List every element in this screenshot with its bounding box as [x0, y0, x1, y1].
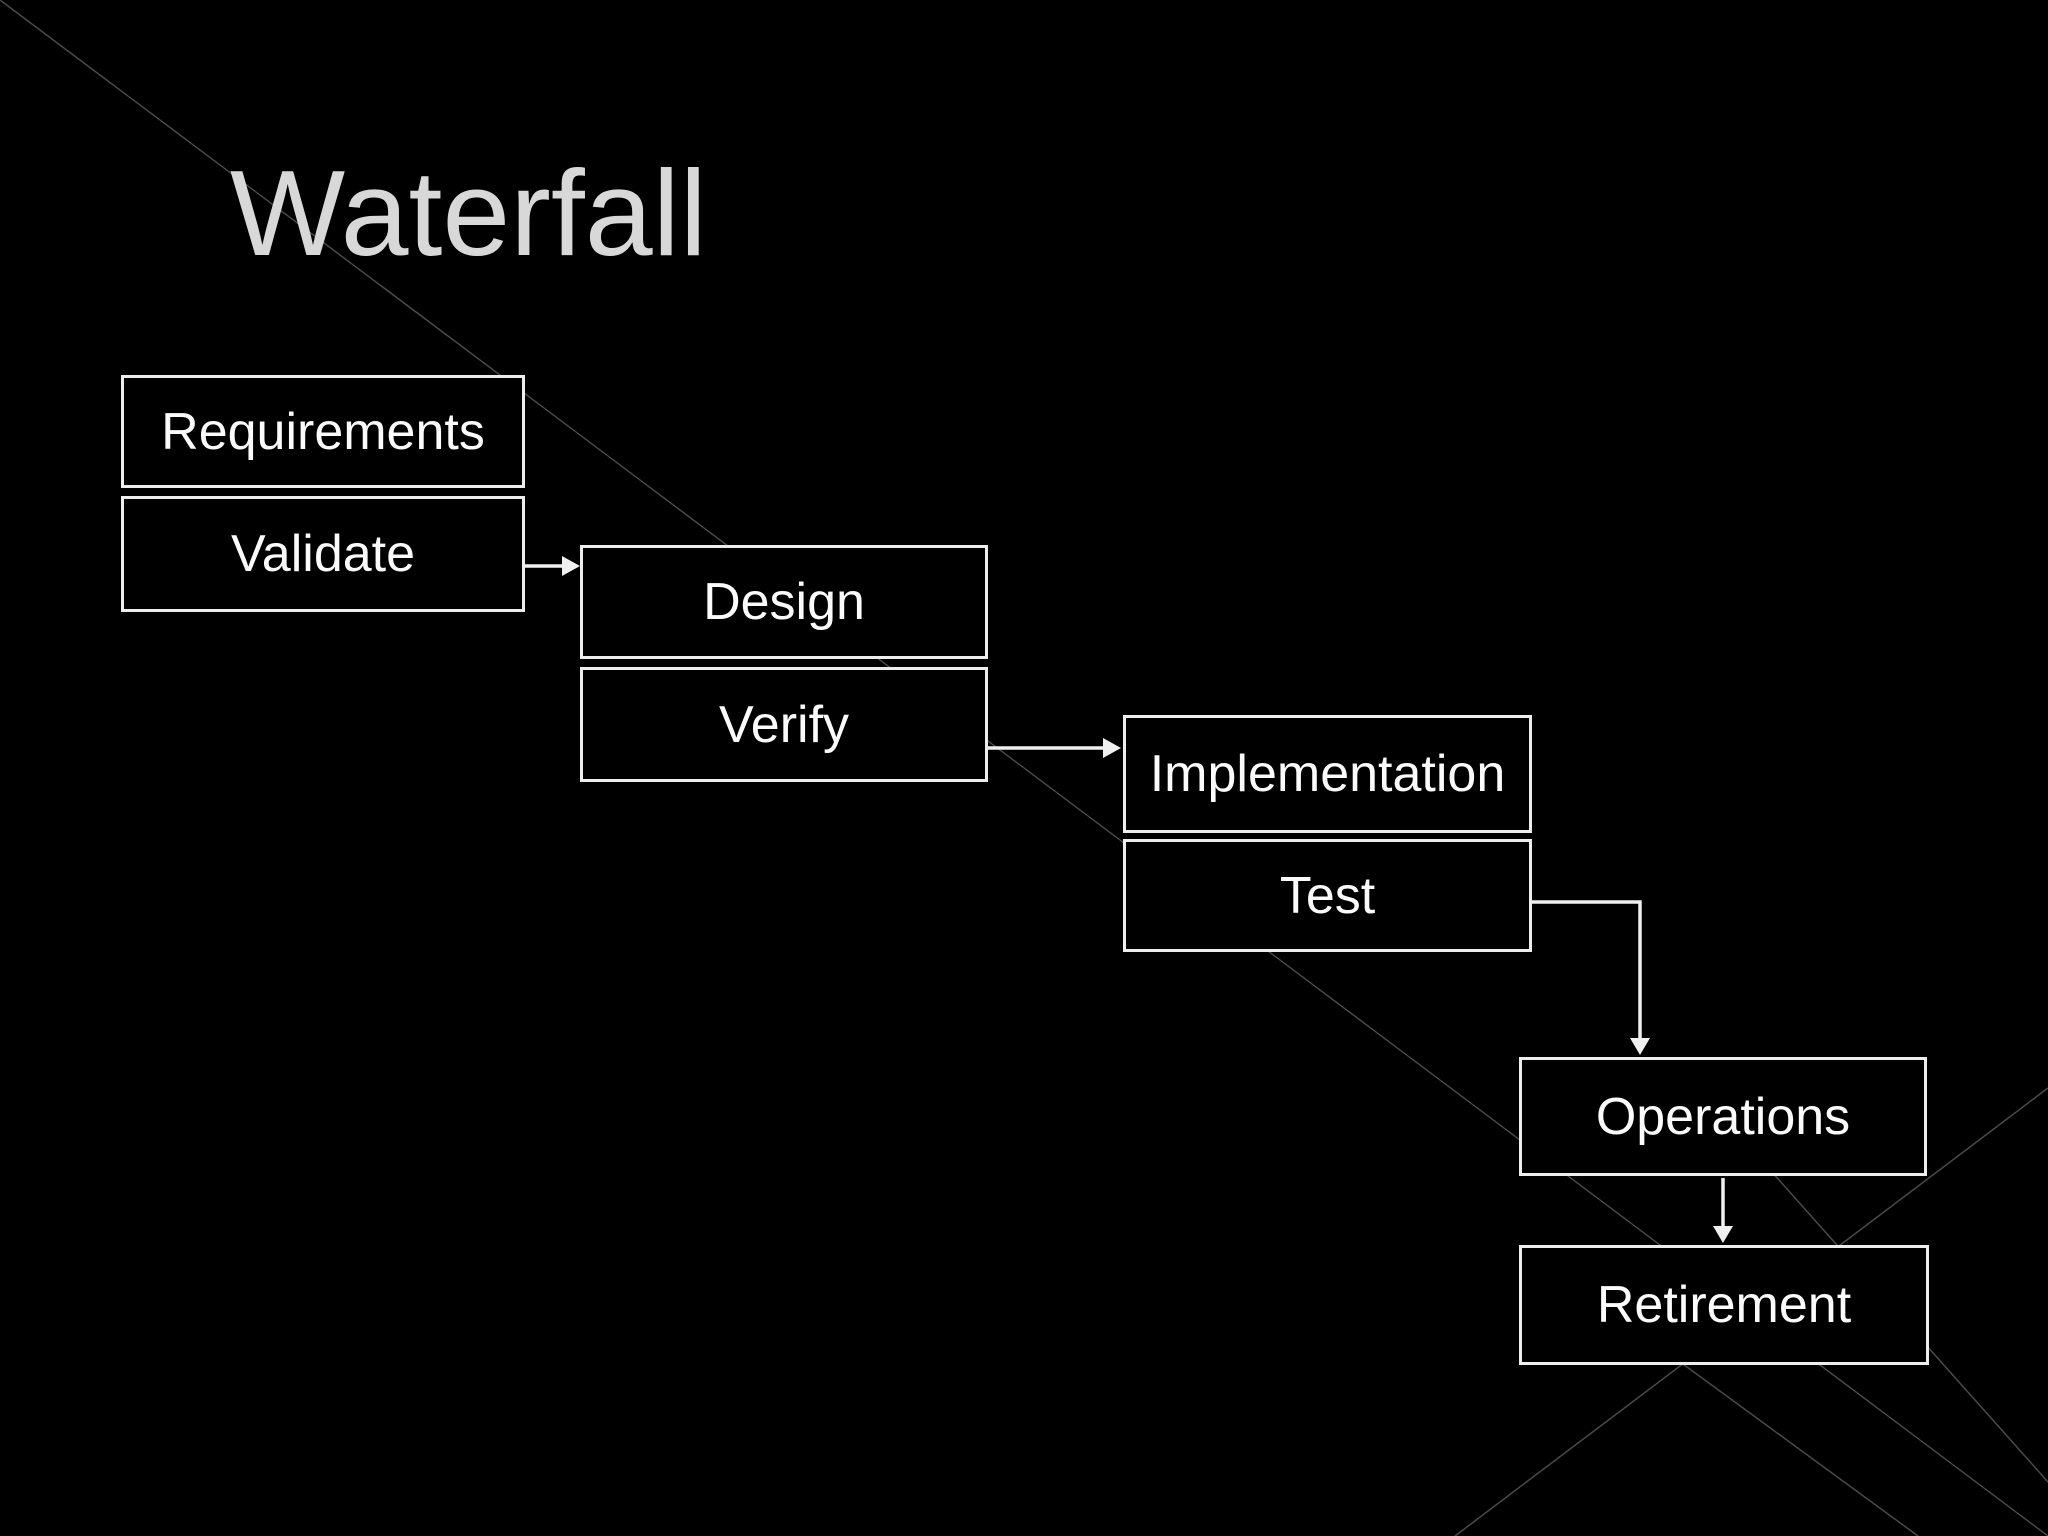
stage-box-test: Test	[1123, 839, 1532, 952]
arrowhead-right-icon	[1103, 738, 1121, 758]
arrowhead-down-icon	[1713, 1226, 1733, 1243]
arrowhead-down-icon	[1630, 1038, 1650, 1055]
stage-box-verify: Verify	[580, 667, 988, 782]
stage-box-requirements: Requirements	[121, 375, 525, 488]
stage-box-operations: Operations	[1519, 1057, 1927, 1176]
slide-title: Waterfall	[230, 145, 707, 281]
stage-box-validate: Validate	[121, 496, 525, 612]
arrow-test-to-operations	[1532, 900, 1650, 1055]
arrow-verify-to-implementation	[988, 738, 1121, 758]
arrowhead-right-icon	[562, 556, 580, 576]
stage-box-implementation: Implementation	[1123, 715, 1532, 833]
arrow-validate-to-design	[525, 556, 580, 576]
stage-box-design: Design	[580, 545, 988, 659]
stage-box-retirement: Retirement	[1519, 1245, 1929, 1365]
arrow-operations-to-retirement	[1713, 1178, 1733, 1243]
